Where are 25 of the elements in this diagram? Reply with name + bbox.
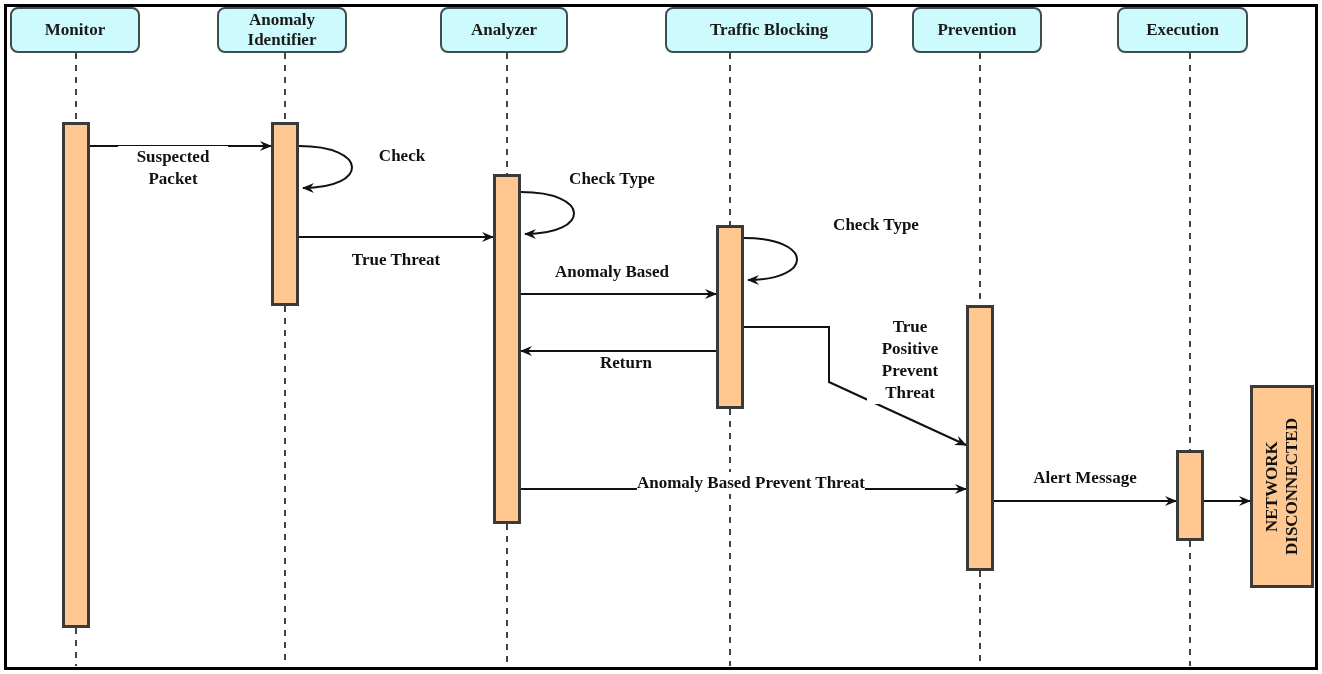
message-arrow (993, 496, 1177, 506)
activation-bar (716, 225, 744, 409)
participant-box: Monitor (10, 7, 140, 53)
self-message-arrow (298, 145, 353, 193)
message-arrow (743, 326, 967, 446)
message-arrow (298, 232, 494, 242)
activation-bar (62, 122, 90, 628)
activation-bar (966, 305, 994, 571)
message-arrow (520, 289, 717, 299)
participant-box: Traffic Blocking (665, 7, 873, 53)
message-arrow (89, 141, 272, 151)
self-message-arrow (520, 191, 575, 239)
lifeline (729, 52, 731, 226)
participant-box: Analyzer (440, 7, 568, 53)
message-arrow (520, 346, 717, 356)
message-arrow (1203, 496, 1251, 506)
activation-bar (271, 122, 299, 306)
self-message-arrow (743, 237, 798, 285)
end-state-label: NETWORK DISCONNECTED (1262, 417, 1302, 557)
activation-bar (493, 174, 521, 524)
participant-box: Execution (1117, 7, 1248, 53)
end-state-box (1250, 385, 1314, 588)
activation-bar (1176, 450, 1204, 541)
participant-box: Anomaly Identifier (217, 7, 347, 53)
participant-box: Prevention (912, 7, 1042, 53)
